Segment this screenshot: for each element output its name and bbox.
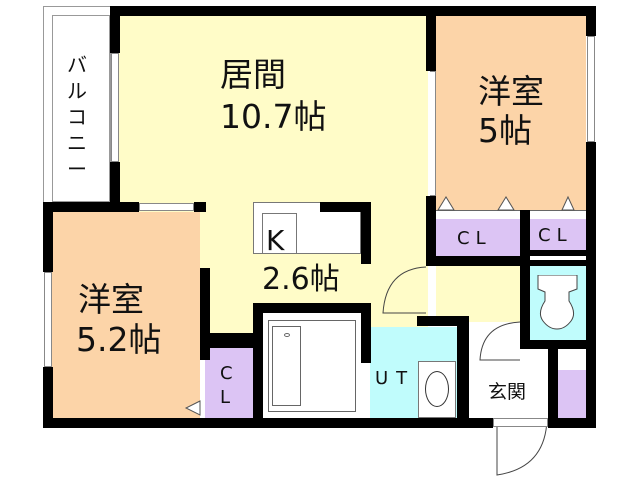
wall	[361, 202, 371, 264]
bathtub	[268, 320, 356, 412]
wall	[426, 196, 436, 266]
wall	[520, 210, 530, 340]
wall	[417, 316, 467, 326]
wall	[426, 256, 530, 266]
wall	[426, 6, 436, 71]
wall	[586, 6, 596, 36]
wall	[548, 349, 558, 418]
wall	[43, 418, 493, 428]
closet-door-icon	[184, 400, 201, 416]
wall	[548, 418, 596, 428]
kitchen-label: K	[266, 224, 285, 257]
wall	[110, 6, 596, 16]
wall	[530, 260, 586, 266]
wall	[361, 303, 371, 363]
entrance-door[interactable]	[493, 418, 548, 427]
window	[111, 53, 119, 162]
closet-ne-1-label: CL	[457, 228, 492, 249]
wall	[194, 202, 206, 212]
closet-ne-2[interactable]	[530, 219, 586, 251]
window	[44, 272, 52, 367]
wall	[110, 6, 120, 53]
wall	[520, 340, 596, 349]
window	[430, 71, 436, 196]
closet-door-icon	[437, 195, 575, 211]
balcony[interactable]	[52, 15, 110, 202]
wash-basin-icon[interactable]	[425, 371, 449, 407]
window	[139, 203, 194, 211]
bedroom-ne-size: 5帖	[478, 111, 532, 150]
toilet-icon[interactable]	[535, 275, 581, 333]
bedroom-ne-label: 洋室	[478, 72, 544, 111]
living-room-label: 居間	[220, 55, 286, 94]
door-swing-icon[interactable]	[380, 265, 428, 317]
closet-ne-1-shelf	[436, 210, 522, 221]
entrance-door-icon[interactable]	[495, 420, 550, 478]
closet-ne-2-shelf	[530, 210, 586, 221]
hallway[interactable]	[436, 262, 524, 322]
closet-ne-2-label: CL	[538, 225, 573, 246]
entrance[interactable]	[472, 367, 550, 418]
wall	[530, 250, 586, 256]
utility-label: UT	[375, 368, 416, 389]
entrance-label: 玄関	[488, 381, 527, 403]
balcony-label: バ ル コ ニ ー	[67, 53, 87, 181]
bedroom-w-size: 5.2帖	[76, 320, 162, 359]
wash-basin-counter	[418, 361, 456, 418]
bedroom-ne[interactable]	[436, 15, 586, 210]
wall	[43, 202, 53, 272]
kitchen-sink	[262, 213, 297, 254]
closet-w-label: C L	[220, 363, 233, 408]
shoe-closet[interactable]	[558, 370, 586, 418]
wall	[200, 268, 210, 360]
closet-ne-1[interactable]	[436, 219, 522, 256]
door-swing-icon[interactable]	[478, 320, 522, 362]
kitchen-size: 2.6帖	[262, 262, 340, 297]
wall	[586, 142, 596, 428]
wall	[253, 303, 371, 313]
wall	[320, 202, 365, 212]
drain-icon	[284, 333, 290, 337]
wall	[200, 333, 256, 348]
closet-w[interactable]	[205, 348, 255, 418]
bathroom[interactable]	[262, 312, 362, 418]
wall	[110, 162, 120, 212]
window	[587, 36, 595, 142]
wall	[457, 316, 469, 418]
bathtub-inner	[272, 326, 301, 406]
wall	[43, 367, 53, 427]
wall	[43, 202, 139, 212]
living-room-size: 10.7帖	[220, 97, 327, 136]
wall	[253, 303, 263, 428]
bedroom-w[interactable]	[52, 212, 200, 418]
bedroom-w-label: 洋室	[78, 280, 144, 319]
